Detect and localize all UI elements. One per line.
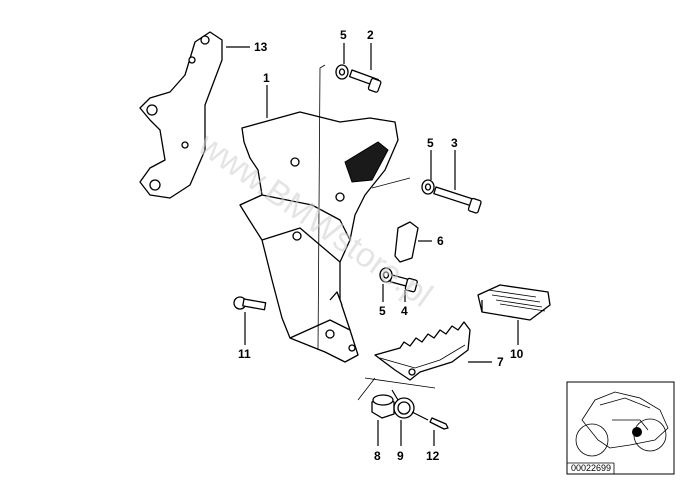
part-3-bolt xyxy=(433,186,482,214)
label-4: 4 xyxy=(401,304,408,318)
label-5-bottom: 5 xyxy=(379,304,386,318)
location-thumbnail: 00022699 xyxy=(566,381,675,475)
part-7-footrest-peg xyxy=(374,321,471,381)
leader-lines xyxy=(226,43,519,446)
part-8-bushing xyxy=(371,394,395,419)
part-9-torsion-spring xyxy=(391,389,429,421)
label-7: 7 xyxy=(497,355,504,369)
part-12-pin xyxy=(429,417,449,430)
label-6: 6 xyxy=(437,234,444,248)
label-8: 8 xyxy=(374,449,381,463)
part-2-bolt xyxy=(348,69,382,93)
label-2: 2 xyxy=(367,28,374,42)
label-3: 3 xyxy=(451,136,458,150)
label-9: 9 xyxy=(397,449,404,463)
reference-code: 00022699 xyxy=(571,463,611,473)
part-11-pin-bolt xyxy=(233,296,267,311)
label-13: 13 xyxy=(254,40,268,54)
label-5-top: 5 xyxy=(340,28,347,42)
label-1: 1 xyxy=(263,71,270,85)
part-labels: 13 1 5 2 5 3 6 5 4 7 10 11 8 9 12 xyxy=(238,28,524,463)
part-10-footrest-rubber xyxy=(477,284,551,321)
part-6-rubber-pad xyxy=(394,221,419,263)
label-12: 12 xyxy=(426,449,440,463)
label-5-middle: 5 xyxy=(427,136,434,150)
part-13-mounting-plate xyxy=(139,31,223,199)
part-5-washer-top xyxy=(335,64,349,80)
label-11: 11 xyxy=(238,347,251,361)
part-5-washer-middle xyxy=(421,179,435,195)
label-10: 10 xyxy=(510,347,524,361)
part-5-washer-bottom xyxy=(379,267,393,283)
location-marker-icon xyxy=(632,427,642,437)
